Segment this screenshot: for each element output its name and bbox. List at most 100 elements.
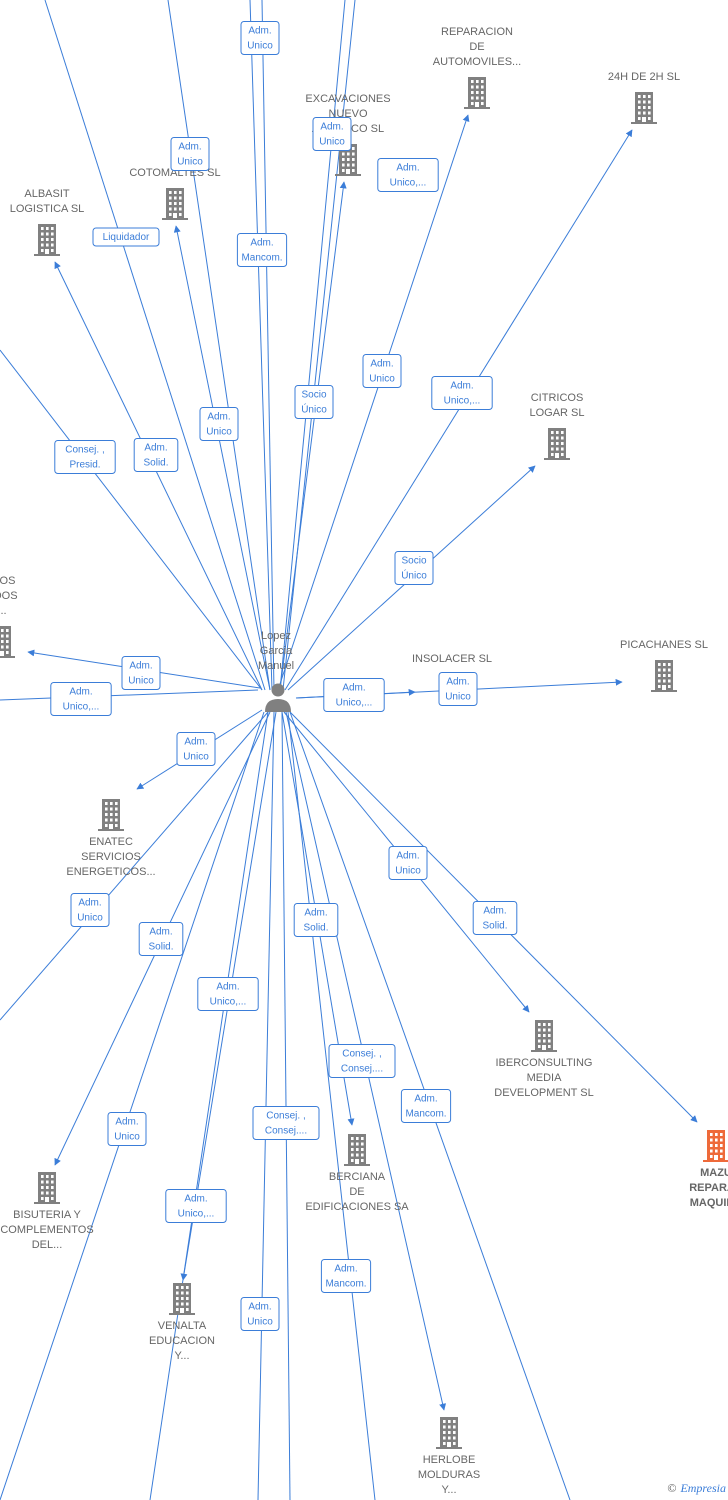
relation-text: Solid.: [482, 921, 507, 932]
company-label: INSOLACER SL: [412, 653, 492, 665]
relation-label[interactable]: Adm.Solid.: [133, 438, 179, 472]
relation-label[interactable]: Adm.Unico,...: [377, 158, 439, 192]
relation-label[interactable]: Adm.Unico: [70, 893, 110, 927]
building-icon: [464, 77, 490, 109]
relation-label[interactable]: Adm.Unico,...: [165, 1189, 227, 1223]
relation-text: Unico: [177, 157, 203, 168]
relation-text: Adm.: [342, 683, 365, 694]
relation-label[interactable]: Adm.Unico,...: [431, 376, 493, 410]
company-node-bisuteria[interactable]: BISUTERIA YCOMPLEMENTOSDEL...: [0, 1172, 94, 1251]
relation-label[interactable]: Adm.Unico: [170, 137, 210, 171]
relation-label[interactable]: Adm.Mancom.: [320, 1259, 372, 1293]
building-icon: [169, 1283, 195, 1315]
company-node-h24[interactable]: 24H DE 2H SL: [608, 71, 680, 124]
relation-text: Unico: [114, 1132, 140, 1143]
relation-label[interactable]: Adm.Unico: [176, 732, 216, 766]
relation-text: Único: [301, 403, 327, 416]
company-label: DE: [349, 1186, 364, 1198]
company-node-reparacion[interactable]: REPARACIONDEAUTOMOVILES...: [433, 26, 521, 109]
building-icon: [631, 92, 657, 124]
relation-text: Unico,...: [390, 178, 427, 189]
company-label: CITRICOS: [531, 392, 584, 404]
relation-text: Unico: [128, 676, 154, 687]
relation-label[interactable]: Adm.Mancom.: [400, 1089, 452, 1123]
relation-label[interactable]: Adm.Unico,...: [50, 682, 112, 716]
company-node-herlobe[interactable]: HERLOBEMOLDURASY...: [418, 1417, 480, 1496]
company-node-venalta[interactable]: VENALTAEDUCACIONY...: [149, 1283, 215, 1362]
relation-text: Unico: [395, 866, 421, 877]
relation-text: Adm.: [396, 851, 419, 862]
company-label: ...: [0, 605, 7, 617]
relation-label[interactable]: Adm.Unico: [362, 354, 402, 388]
relation-label[interactable]: Consej. ,Presid.: [54, 440, 116, 474]
company-label: PICACHANES SL: [620, 639, 708, 651]
relation-label[interactable]: Adm.Unico,...: [197, 977, 259, 1011]
relation-label[interactable]: Adm.Unico: [438, 672, 478, 706]
company-node-insolacer[interactable]: INSOLACER SL: [412, 653, 492, 665]
relation-text: Adm.: [446, 677, 469, 688]
company-label: LOGISTICA SL: [10, 203, 85, 215]
relation-text: Liquidador: [103, 232, 150, 243]
relation-text: Único: [401, 569, 427, 582]
company-node-cotomaltes[interactable]: COTOMALTES SL: [129, 167, 221, 220]
relation-text: Socio: [401, 556, 426, 567]
company-label: REPARACION: [441, 26, 513, 38]
relation-text: Unico,...: [444, 396, 481, 407]
relation-label[interactable]: Consej. ,Consej....: [252, 1106, 320, 1140]
relation-label[interactable]: Adm. Solid.: [472, 901, 518, 935]
relation-text: Adm.: [414, 1094, 437, 1105]
building-icon: [651, 660, 677, 692]
relation-edge: [279, 181, 347, 691]
relation-text: Adm.: [250, 238, 273, 249]
relation-label[interactable]: Adm. Unico: [121, 656, 161, 690]
relation-label[interactable]: Adm.Solid.: [293, 903, 339, 937]
relation-text: Adm.: [184, 737, 207, 748]
relation-text: Adm.: [320, 122, 343, 133]
relation-text: Unico: [369, 374, 395, 385]
relation-label[interactable]: Adm.Solid.: [138, 922, 184, 956]
company-label: IBERCONSULTING: [496, 1057, 593, 1069]
company-label: EDUCACION: [149, 1335, 215, 1347]
building-icon: [162, 188, 188, 220]
relation-text: Presid.: [69, 460, 100, 471]
company-node-servicios[interactable]: CIOSADOS...: [0, 575, 18, 658]
relation-text: Adm.: [483, 906, 506, 917]
brand-name: Empresia: [680, 1481, 726, 1495]
building-icon: [34, 1172, 60, 1204]
relation-label[interactable]: Adm.Unico: [199, 407, 239, 441]
company-label: ENATEC: [89, 836, 133, 848]
relation-label[interactable]: Adm.Unico,...: [323, 678, 385, 712]
relation-text: Consej. ,: [342, 1049, 381, 1060]
relation-text: Adm.: [149, 927, 172, 938]
company-node-citricos[interactable]: CITRICOS LOGAR SL: [529, 392, 585, 460]
relation-text: Adm.: [216, 982, 239, 993]
relation-label[interactable]: Adm.Unico: [107, 1112, 147, 1146]
company-label: LOGAR SL: [529, 407, 584, 419]
relation-text: Adm.: [207, 412, 230, 423]
relation-edge: [149, 711, 269, 1500]
relation-label[interactable]: Liquidador: [92, 227, 160, 247]
company-label: MAQUINA: [690, 1197, 728, 1209]
relation-label[interactable]: Adm.Unico: [240, 21, 280, 55]
relation-label[interactable]: Adm.Unico: [240, 1297, 280, 1331]
relation-label[interactable]: Adm. Unico: [388, 846, 428, 880]
relation-text: Unico: [247, 1317, 273, 1328]
relation-edge: [167, 0, 271, 691]
relation-label[interactable]: Adm.Unico: [312, 117, 352, 151]
company-node-mazu[interactable]: MAZUREPARACMAQUINA: [689, 1130, 728, 1209]
person-name: Manuel: [258, 660, 294, 672]
relation-label[interactable]: Consej. ,Consej....: [328, 1044, 396, 1078]
relation-label[interactable]: Adm.Mancom.: [236, 233, 288, 267]
company-node-enatec[interactable]: ENATECSERVICIOSENERGETICOS...: [66, 799, 156, 878]
company-node-picachanes[interactable]: PICACHANES SL: [620, 639, 708, 692]
relation-text: Adm.: [129, 661, 152, 672]
building-icon: [344, 1134, 370, 1166]
